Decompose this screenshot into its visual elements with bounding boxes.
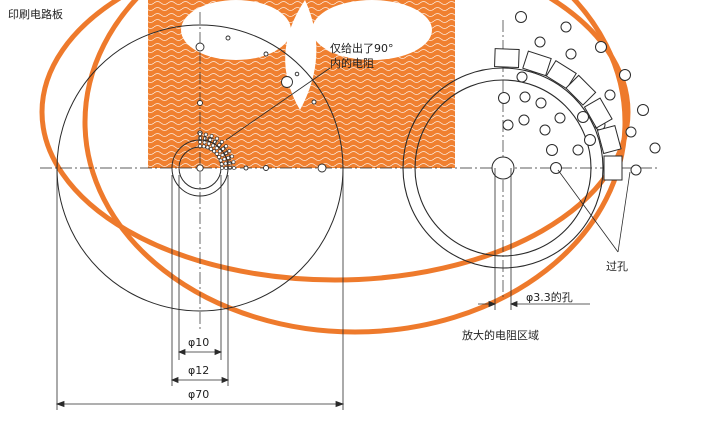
callout-leader [225,67,331,141]
zoom-hole [502,119,514,131]
cluster-dot [220,166,224,170]
zoom-resistor [522,50,552,77]
dim-phi10-label: φ10 [188,336,209,349]
cluster-dot [205,145,210,150]
dimension-lines [55,168,345,410]
cluster-dot [211,143,215,148]
zoom-resistor [494,48,520,68]
cluster-resistor [199,135,207,141]
cluster-dot [232,166,236,170]
zoom-hole [518,114,530,126]
zoom-hole [630,164,642,176]
cluster-dot [218,149,222,154]
via-leaders [557,169,631,253]
resistor-cluster-small [198,132,236,170]
cluster-dot [217,155,221,159]
cluster-resistor [227,161,233,169]
cluster-dot [224,144,228,149]
hole-label: φ3.3的孔 [526,290,573,304]
dim-phi70-label: φ70 [188,388,209,401]
zoom-hole [637,104,649,116]
cluster-dot [218,158,223,163]
zoom-hole [546,144,558,156]
cluster-dot [230,154,234,159]
zoom-label: 放大的电阻区域 [462,328,539,342]
via-label: 过孔 [606,260,628,273]
cluster-dot [219,140,224,144]
cluster-dot [214,146,219,150]
cluster-resistor [220,145,228,154]
zoom-hole [625,126,637,138]
orange-rings [39,0,631,335]
zoom-resistor [545,60,577,90]
cluster-dot [204,132,208,137]
cluster-resistor [224,153,232,162]
zoom-resistor [596,124,622,155]
zoom-hole [519,91,531,103]
zoom-center-hole [491,156,515,180]
zoom-hole [649,142,661,154]
zoom-hole [554,112,566,124]
cluster-dot [231,160,236,164]
cluster-dot [201,144,206,149]
cluster-dot [222,157,227,162]
zoom-hole [560,21,572,33]
orange-artwork [148,0,455,168]
zoom-hole [565,48,577,60]
zoom-resistor [583,97,613,129]
cluster-dot [208,137,213,142]
zoom-hole [619,69,631,81]
callout-text-line2: 内的电阻 [330,56,374,70]
cluster-dot [198,144,202,148]
zoom-hole [584,134,596,146]
zoom-hole [550,162,562,174]
cluster-dot [220,153,225,157]
callout-text-line1: 仅给出了90° [330,41,394,55]
cluster-resistor [214,140,223,148]
left-holes [195,35,327,173]
cluster-resistor [206,136,215,144]
cluster-dot [215,136,219,141]
zoom-hole [539,124,551,136]
diagram-title: 印刷电路板 [8,7,63,21]
cluster-dot [198,132,202,136]
cluster-dot [206,141,211,146]
zoom-hole [534,36,546,48]
cluster-dot [214,151,219,156]
zoom-hole [595,41,607,53]
cluster-dot [227,149,232,153]
zoom-hole [498,92,510,104]
zoom-hole [535,97,547,109]
cluster-dot [202,140,207,145]
cluster-dot [223,161,228,166]
cluster-dot [224,166,228,170]
cluster-dot [209,134,214,138]
cluster-dot [226,155,231,160]
cluster-dot [219,162,224,167]
zoom-hole [577,111,589,123]
cluster-dot [212,149,217,154]
zoom-hole [604,89,616,101]
zoom-outline [402,67,604,269]
zoom-hole [516,71,528,83]
zoom-hole [572,144,584,156]
zoom-hole [515,11,527,23]
zoom-resistors [494,48,623,181]
hole-dimension [478,168,590,310]
cluster-dot [198,140,202,144]
zoom-resistor [565,74,597,106]
dim-phi12-label: φ12 [188,364,209,377]
cluster-dot [209,147,213,151]
zoom-resistor [603,155,623,181]
